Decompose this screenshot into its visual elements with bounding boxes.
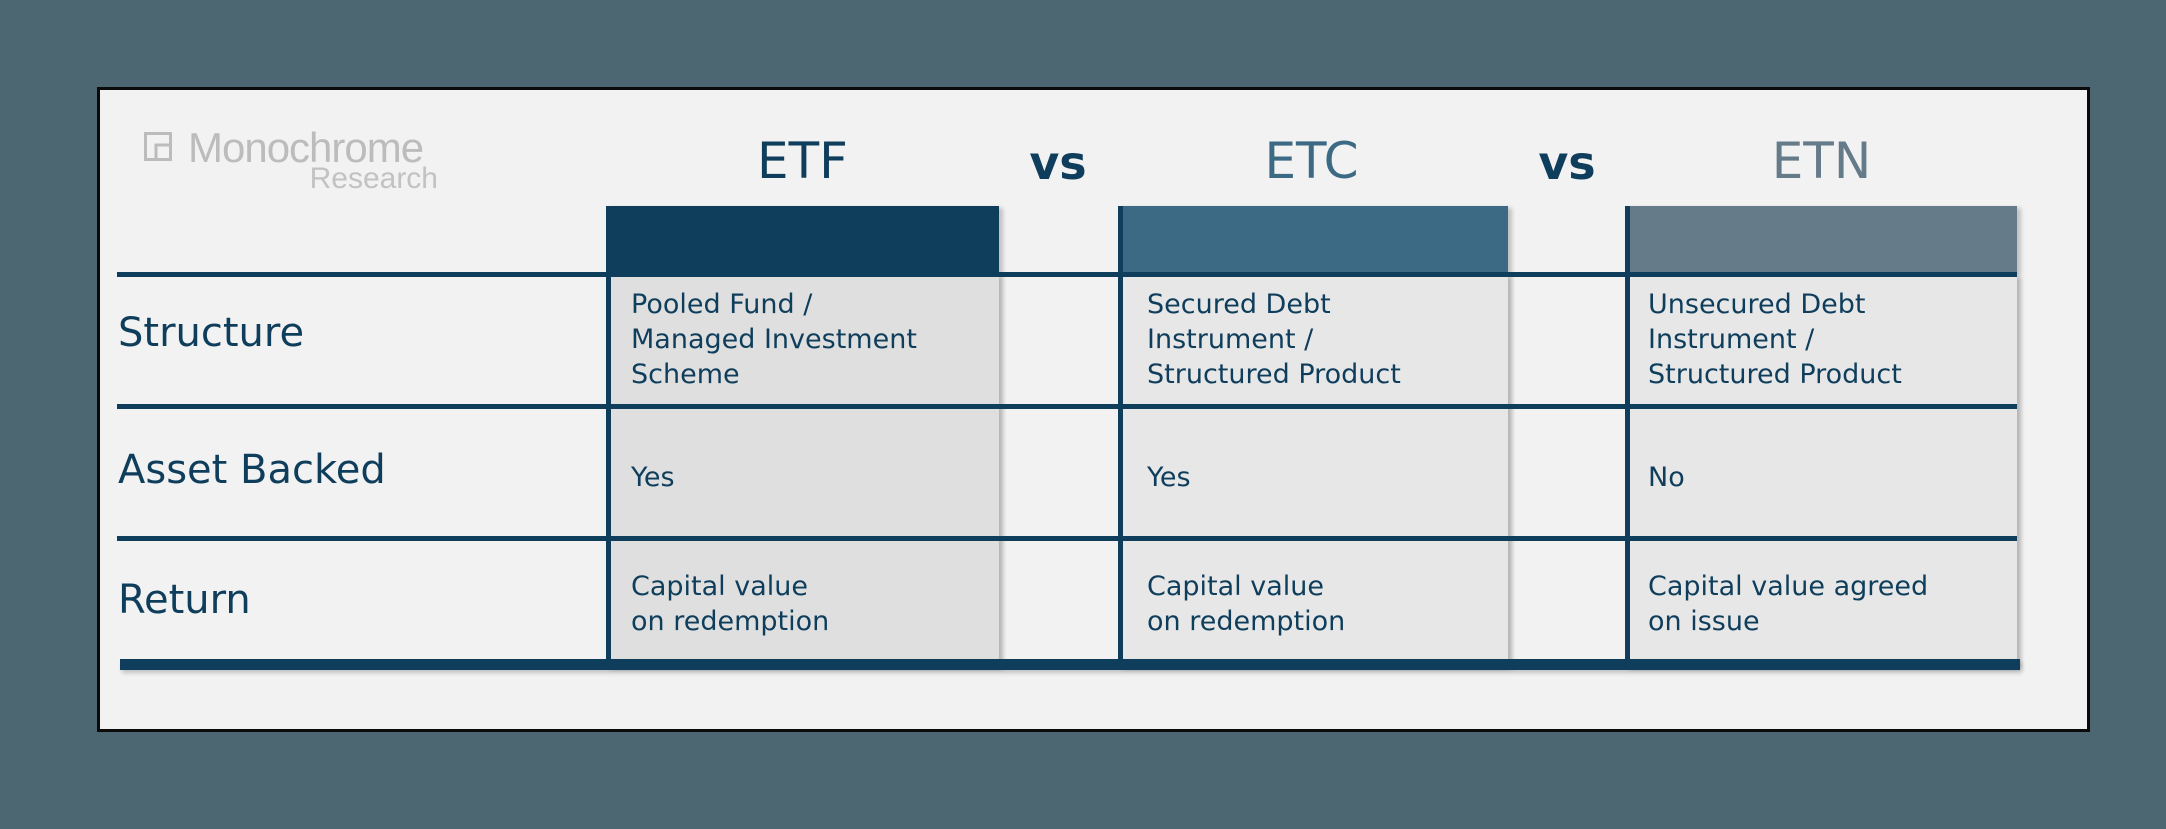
cell-etc-structure: Secured Debt Instrument / Structured Pro… bbox=[1147, 289, 1401, 390]
cell-etc-return: Capital value on redemption bbox=[1147, 571, 1346, 637]
column-divider bbox=[606, 274, 611, 664]
logo-name: Monochrome bbox=[188, 124, 424, 171]
column-header-etf bbox=[606, 206, 999, 274]
row-divider bbox=[117, 272, 2017, 277]
column-body-etf bbox=[606, 274, 999, 666]
column-divider bbox=[1118, 206, 1123, 664]
column-title-etc: ETC bbox=[1264, 132, 1359, 190]
logo-squares-icon bbox=[144, 132, 172, 161]
column-body-etc bbox=[1118, 274, 1508, 666]
cell-etf-structure: Pooled Fund / Managed Investment Scheme bbox=[631, 289, 917, 390]
row-label-structure: Structure bbox=[118, 310, 305, 356]
cell-etf-return: Capital value on redemption bbox=[631, 571, 830, 637]
column-title-etf: ETF bbox=[757, 132, 848, 190]
cell-etf-asset-backed: Yes bbox=[631, 462, 675, 493]
table-bottom-rule bbox=[120, 659, 2020, 670]
row-label-return: Return bbox=[118, 577, 251, 623]
column-header-etn bbox=[1625, 206, 2017, 274]
row-divider bbox=[117, 536, 2017, 541]
column-body-etn bbox=[1625, 274, 2017, 666]
cell-etn-return: Capital value agreed on issue bbox=[1648, 571, 1929, 637]
row-label-asset-backed: Asset Backed bbox=[118, 447, 386, 493]
row-divider bbox=[117, 404, 2017, 409]
vs-separator: vs bbox=[1029, 136, 1087, 190]
vs-separator: vs bbox=[1538, 136, 1596, 190]
column-title-etn: ETN bbox=[1771, 132, 1872, 190]
logo-subtitle: Research bbox=[309, 162, 438, 195]
column-divider bbox=[1625, 206, 1630, 664]
cell-etc-asset-backed: Yes bbox=[1147, 462, 1191, 493]
cell-etn-structure: Unsecured Debt Instrument / Structured P… bbox=[1648, 289, 1902, 390]
column-header-etc bbox=[1118, 206, 1508, 274]
cell-etn-asset-backed: No bbox=[1648, 462, 1685, 493]
